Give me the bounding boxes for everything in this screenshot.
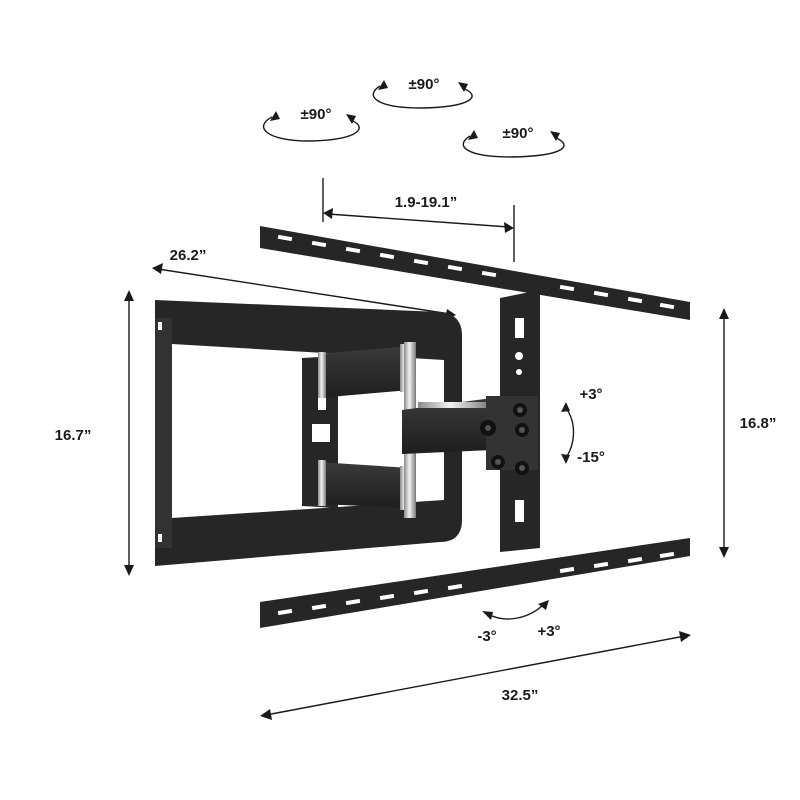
tv-plate-height-dimension: 16.7” [55,290,134,576]
tilt-down-label: -15° [577,449,605,466]
level-plus-label: +3° [537,623,560,640]
level-minus-label: -3° [477,628,496,645]
extension-label: 1.9-19.1” [395,194,458,211]
tilt-up-label: +3° [579,386,602,403]
swivel-left-label: ±90° [301,106,332,123]
tv-plate-width-label: 26.2” [170,247,207,264]
articulating-arms [318,342,492,518]
swivel-top-label: ±90° [409,76,440,93]
swivel-left-indicator: ±90° [262,106,360,142]
wall-plate-width-dimension: 32.5” [260,631,691,720]
level-indicator: -3° +3° [477,600,561,645]
swivel-right-indicator: ±90° [462,125,565,158]
wall-plate-height-dimension: 16.8” [719,308,776,558]
wall-plate [260,226,690,628]
wall-plate-width-label: 32.5” [502,687,539,704]
extension-dimension: 1.9-19.1” [322,178,515,262]
tv-plate-height-label: 16.7” [55,427,92,444]
swivel-top-indicator: ±90° [372,76,473,109]
top-wall-rail [260,226,690,320]
wall-plate-height-label: 16.8” [740,415,777,432]
swivel-right-label: ±90° [503,125,534,142]
bottom-wall-rail [260,538,690,628]
tilt-indicator: +3° -15° [561,386,605,466]
